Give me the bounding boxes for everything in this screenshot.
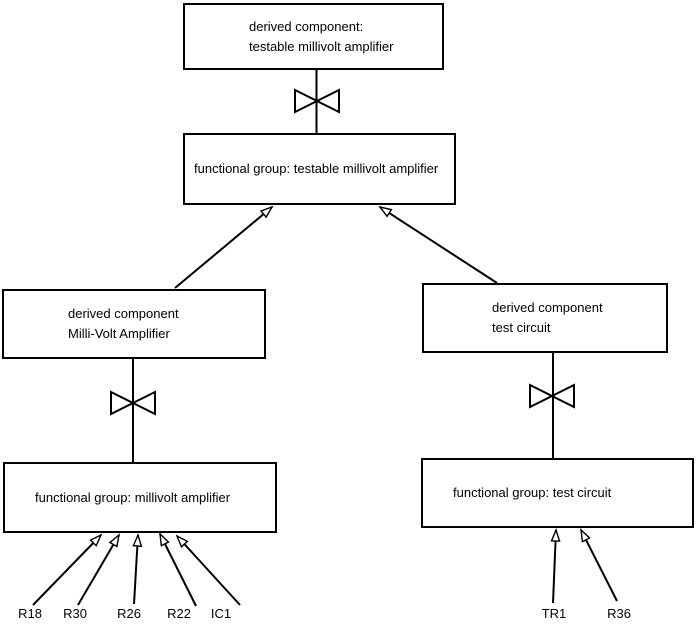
component-label-r18: R18 xyxy=(18,606,42,621)
edge-r36-to-fg-test xyxy=(580,528,618,602)
node-label-line: test circuit xyxy=(492,320,551,335)
component-label-r30: R30 xyxy=(63,606,87,621)
node-label-line: testable millivolt amplifier xyxy=(249,38,394,54)
bowtie-connector-icon xyxy=(529,383,575,409)
edge-r18-to-fg-mv xyxy=(32,533,103,606)
component-label-r22: R22 xyxy=(167,606,191,621)
node-functional-group-testable-millivolt-amplifier: functional group: testable millivolt amp… xyxy=(183,133,456,205)
bowtie-connector-icon xyxy=(294,88,340,114)
node-label-line: derived component: xyxy=(249,18,364,34)
component-label-r36: R36 xyxy=(607,606,631,621)
node-label-line: derived component xyxy=(492,300,603,315)
node-derived-component-milli-volt-amplifier: derived component Milli-Volt Amplifier xyxy=(2,289,266,359)
edge-r26-to-fg-mv xyxy=(132,532,143,605)
node-label-line: derived component xyxy=(68,306,179,321)
node-label-line: functional group: millivolt amplifier xyxy=(35,489,231,505)
node-label-line: Milli-Volt Amplifier xyxy=(68,326,170,341)
node-functional-group-test-circuit: functional group: test circuit xyxy=(421,458,694,528)
node-derived-component-test-circuit: derived component test circuit xyxy=(422,283,668,353)
edge-r22-to-fg-mv xyxy=(159,532,197,607)
bowtie-connector-icon xyxy=(110,390,156,416)
component-label-r26: R26 xyxy=(117,606,141,621)
edge-r30-to-fg-mv xyxy=(77,533,121,606)
node-label-line: functional group: testable millivolt amp… xyxy=(194,161,439,176)
node-functional-group-millivolt-amplifier: functional group: millivolt amplifier xyxy=(3,462,277,533)
component-label-tr1: TR1 xyxy=(541,606,567,621)
edge-ic1-to-fg-mv xyxy=(175,534,241,606)
edge-derived-mv-to-fg-testable xyxy=(174,205,274,289)
node-derived-component-testable-millivolt-amplifier: derived component: testable millivolt am… xyxy=(183,3,444,70)
edge-tr1-to-fg-test xyxy=(550,527,561,604)
edge-derived-test-to-fg-testable xyxy=(378,205,498,284)
node-label-line: functional group: test circuit xyxy=(453,485,612,500)
component-label-ic1: IC1 xyxy=(210,606,232,621)
